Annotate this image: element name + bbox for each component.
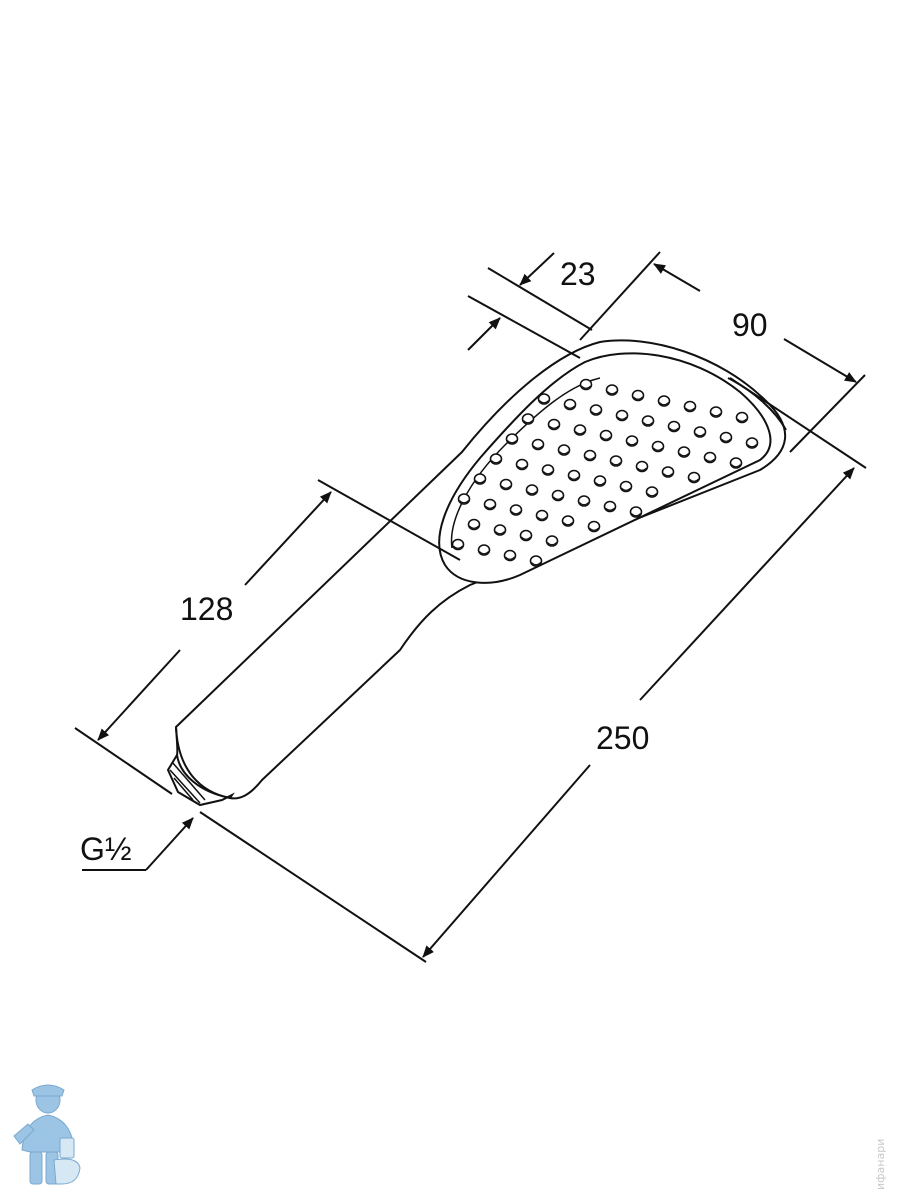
spray-nozzle-shade — [611, 462, 621, 466]
spray-nozzle-shade — [469, 525, 479, 529]
spray-nozzle-shade — [633, 396, 643, 400]
spray-nozzle-shade — [553, 496, 563, 500]
spray-nozzle-shade — [647, 493, 657, 497]
spray-nozzle-shade — [705, 458, 715, 462]
spray-nozzle-shade — [601, 436, 611, 440]
spray-nozzle-shade — [663, 473, 673, 477]
spray-nozzle-shade — [585, 456, 595, 460]
spray-nozzle-shade — [747, 444, 757, 448]
spray-nozzle-shade — [605, 507, 615, 511]
thread-size-label: G½ — [80, 831, 132, 867]
spray-nozzle-shade — [527, 491, 537, 495]
thread-connector — [166, 726, 235, 807]
dimension-lines — [74, 251, 867, 963]
spray-nozzle-shade — [521, 536, 531, 540]
spray-nozzle-shade — [607, 391, 617, 395]
spray-nozzle-shade — [627, 442, 637, 446]
spray-nozzle-shade — [575, 431, 585, 435]
spray-nozzle-shade — [731, 464, 741, 468]
spray-nozzle-shade — [543, 471, 553, 475]
spray-nozzle-shade — [685, 407, 695, 411]
spray-nozzle-shade — [511, 511, 521, 515]
spray-nozzle-shade — [539, 400, 549, 404]
spray-nozzle-shade — [689, 478, 699, 482]
spray-nozzle-shade — [459, 500, 469, 504]
spray-nozzles — [451, 378, 759, 567]
spray-nozzle-shade — [591, 411, 601, 415]
spray-nozzle-shade — [563, 522, 573, 526]
watermark-text: ифанари — [874, 1139, 887, 1190]
spray-nozzle-shade — [453, 545, 463, 549]
spray-nozzle-shade — [533, 445, 543, 449]
spray-nozzle-shade — [547, 542, 557, 546]
spray-nozzle-shade — [565, 405, 575, 409]
spray-nozzle-shade — [549, 425, 559, 429]
spray-nozzle-shade — [737, 418, 747, 422]
spray-nozzle-shade — [537, 516, 547, 520]
spray-nozzle-shade — [479, 551, 489, 555]
spray-nozzle-shade — [501, 485, 511, 489]
spray-nozzle-shade — [595, 482, 605, 486]
spray-nozzle-shade — [711, 413, 721, 417]
spray-nozzle-shade — [637, 467, 647, 471]
spray-nozzle-shade — [507, 440, 517, 444]
dimension-width-label: 90 — [732, 307, 768, 343]
spray-nozzle-shade — [659, 402, 669, 406]
plumber-mascot-icon — [13, 1084, 81, 1185]
spray-nozzle-shade — [581, 385, 591, 389]
spray-nozzle-shade — [669, 427, 679, 431]
spray-nozzle-shade — [721, 438, 731, 442]
spray-nozzle-shade — [653, 447, 663, 451]
dimension-depth-label: 23 — [560, 256, 596, 292]
spray-nozzle-shade — [517, 465, 527, 469]
spray-nozzle-shade — [485, 505, 495, 509]
spray-nozzle-shade — [523, 420, 533, 424]
spray-nozzle-shade — [643, 422, 653, 426]
spray-nozzle-shade — [505, 556, 515, 560]
spray-nozzle-shade — [475, 480, 485, 484]
spray-nozzle-shade — [617, 416, 627, 420]
spray-nozzle-shade — [559, 451, 569, 455]
spray-nozzle-shade — [679, 453, 689, 457]
spray-nozzle-shade — [569, 476, 579, 480]
spray-nozzle-shade — [531, 562, 541, 566]
dimension-handle-length-label: 128 — [180, 591, 233, 627]
spray-nozzle-shade — [695, 433, 705, 437]
spray-nozzle-shade — [621, 487, 631, 491]
dimension-total-length-label: 250 — [596, 720, 649, 756]
spray-nozzle-shade — [589, 527, 599, 531]
spray-nozzle-shade — [579, 502, 589, 506]
spray-nozzle-shade — [491, 460, 501, 464]
spray-nozzle-shade — [495, 531, 505, 535]
spray-nozzle-shade — [631, 513, 641, 517]
